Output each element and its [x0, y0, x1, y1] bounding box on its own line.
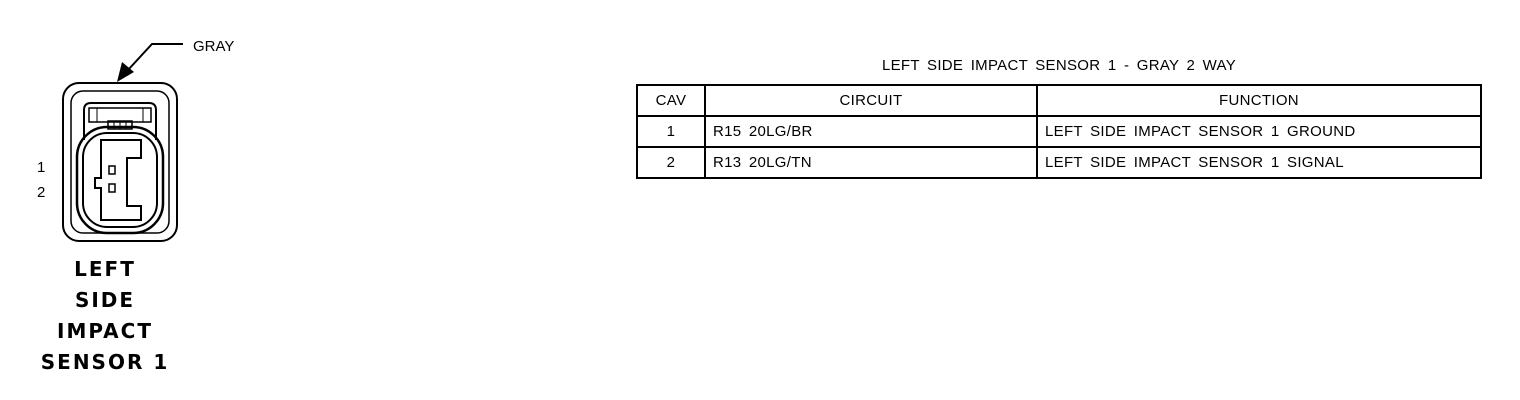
connector-drawing: GRAY — [62, 38, 234, 242]
connector-name: LEFT SIDE IMPACT SENSOR 1 — [40, 257, 170, 374]
pinout-table: CAV CIRCUIT FUNCTION 1 R15 20LG/BR LEFT … — [636, 84, 1482, 179]
cell-cav: 1 — [636, 115, 706, 148]
table-header-row: CAV CIRCUIT FUNCTION — [636, 84, 1482, 117]
header-cav: CAV — [636, 84, 706, 117]
cell-function: LEFT SIDE IMPACT SENSOR 1 SIGNAL — [1036, 146, 1482, 179]
pin-label-1: 1 — [37, 159, 46, 176]
header-function: FUNCTION — [1036, 84, 1482, 117]
color-leader-arrow — [117, 43, 183, 82]
cell-function: LEFT SIDE IMPACT SENSOR 1 GROUND — [1036, 115, 1482, 148]
connector-housing — [62, 82, 178, 242]
header-circuit: CIRCUIT — [704, 84, 1038, 117]
color-label: GRAY — [193, 38, 234, 55]
pin-label-2: 2 — [37, 184, 46, 201]
table-row: 2 R13 20LG/TN LEFT SIDE IMPACT SENSOR 1 … — [636, 146, 1482, 179]
cell-circuit: R15 20LG/BR — [704, 115, 1038, 148]
cell-circuit: R13 20LG/TN — [704, 146, 1038, 179]
table-row: 1 R15 20LG/BR LEFT SIDE IMPACT SENSOR 1 … — [636, 115, 1482, 148]
cell-cav: 2 — [636, 146, 706, 179]
table-title: LEFT SIDE IMPACT SENSOR 1 - GRAY 2 WAY — [881, 57, 1237, 74]
